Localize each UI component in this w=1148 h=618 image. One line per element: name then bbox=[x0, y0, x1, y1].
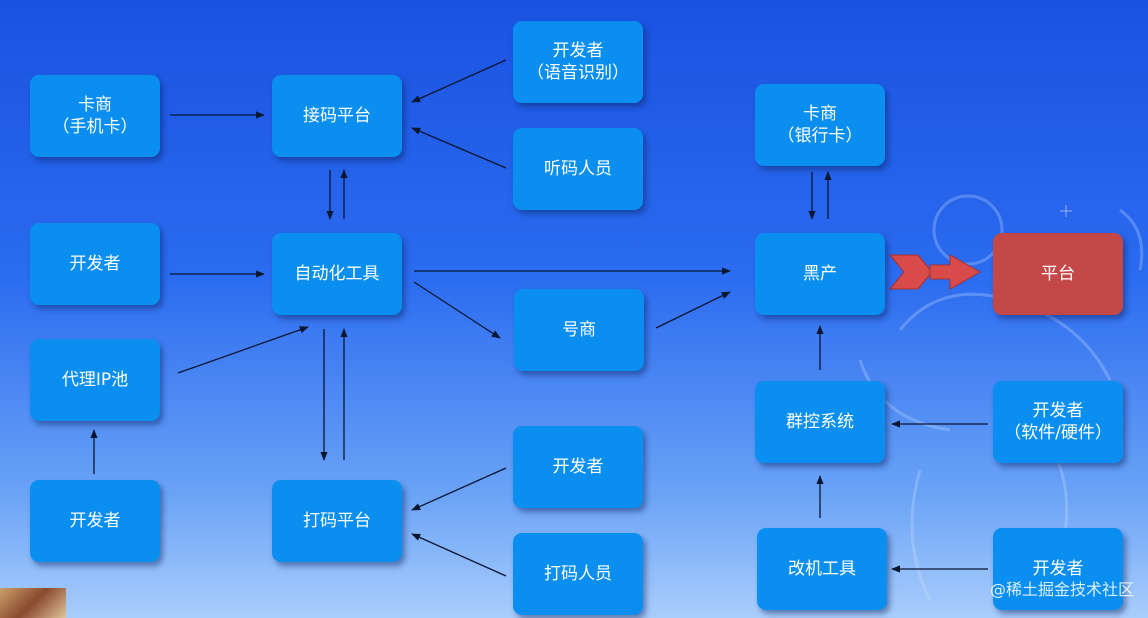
node-code-listener: 听码人员 bbox=[513, 128, 643, 210]
node-developer-modify-label: 开发者 bbox=[1032, 559, 1084, 579]
edge-auto-to-account bbox=[413, 281, 501, 339]
node-card-dealer-bank-line2: （银行卡） bbox=[777, 126, 863, 146]
edge-proxy-to-auto bbox=[177, 326, 309, 374]
attack-arrow bbox=[888, 254, 982, 290]
edge-listener-to-code-platform bbox=[411, 127, 507, 169]
node-proxy-ip-pool: 代理IP池 bbox=[30, 339, 160, 421]
node-developer-proxy: 开发者 bbox=[30, 480, 160, 562]
node-captcha-platform-label: 打码平台 bbox=[303, 511, 371, 531]
node-captcha-platform: 打码平台 bbox=[272, 480, 402, 562]
edge-worker-to-captcha bbox=[411, 533, 507, 577]
node-developer-sw-hw-line1: 开发者 bbox=[1032, 401, 1084, 421]
node-group-control-label: 群控系统 bbox=[786, 412, 854, 432]
edge-dev-captcha-to-captcha bbox=[411, 467, 507, 511]
node-developer-captcha: 开发者 bbox=[513, 426, 643, 508]
node-platform: 平台 bbox=[993, 233, 1123, 315]
node-developer-modify: 开发者 bbox=[993, 528, 1123, 610]
node-developer-captcha-label: 开发者 bbox=[552, 457, 604, 477]
node-developer-sw-hw-line2: （软件/硬件） bbox=[1004, 423, 1112, 443]
node-black-industry-label: 黑产 bbox=[803, 264, 837, 284]
node-account-dealer-label: 号商 bbox=[562, 320, 596, 340]
node-platform-label: 平台 bbox=[1041, 264, 1075, 284]
node-device-modify-tool: 改机工具 bbox=[757, 528, 887, 610]
node-automation-tool-label: 自动化工具 bbox=[294, 264, 380, 284]
node-black-industry: 黑产 bbox=[755, 233, 885, 315]
node-captcha-worker: 打码人员 bbox=[513, 533, 643, 615]
node-card-dealer-bank: 卡商 （银行卡） bbox=[755, 84, 885, 166]
node-card-dealer-bank-line1: 卡商 bbox=[803, 104, 837, 124]
node-code-receiving-platform-label: 接码平台 bbox=[303, 106, 371, 126]
edge-account-to-black bbox=[655, 291, 731, 329]
node-developer-tools: 开发者 bbox=[30, 223, 160, 305]
watermark: @稀土掘金技术社区 bbox=[989, 580, 1134, 599]
node-group-control: 群控系统 bbox=[755, 381, 885, 463]
node-developer-tools-label: 开发者 bbox=[69, 254, 121, 274]
node-proxy-ip-pool-label: 代理IP池 bbox=[61, 370, 129, 390]
node-developer-voice-line1: 开发者 bbox=[552, 41, 604, 61]
node-card-dealer-phone-line2: （手机卡） bbox=[52, 117, 138, 137]
node-account-dealer: 号商 bbox=[514, 289, 644, 371]
node-developer-voice: 开发者 （语音识别） bbox=[513, 21, 643, 103]
node-developer-proxy-label: 开发者 bbox=[69, 511, 121, 531]
presenter-thumbnail bbox=[0, 588, 66, 618]
node-code-listener-label: 听码人员 bbox=[544, 159, 612, 179]
node-captcha-worker-label: 打码人员 bbox=[544, 564, 612, 584]
node-card-dealer-phone: 卡商 （手机卡） bbox=[30, 75, 160, 157]
node-developer-voice-line2: （语音识别） bbox=[527, 63, 629, 83]
node-developer-sw-hw: 开发者 （软件/硬件） bbox=[993, 381, 1123, 463]
node-automation-tool: 自动化工具 bbox=[272, 233, 402, 315]
node-device-modify-tool-label: 改机工具 bbox=[788, 559, 856, 579]
edge-dev-voice-to-code-platform bbox=[411, 59, 507, 103]
node-code-receiving-platform: 接码平台 bbox=[272, 75, 402, 157]
node-card-dealer-phone-line1: 卡商 bbox=[78, 95, 112, 115]
